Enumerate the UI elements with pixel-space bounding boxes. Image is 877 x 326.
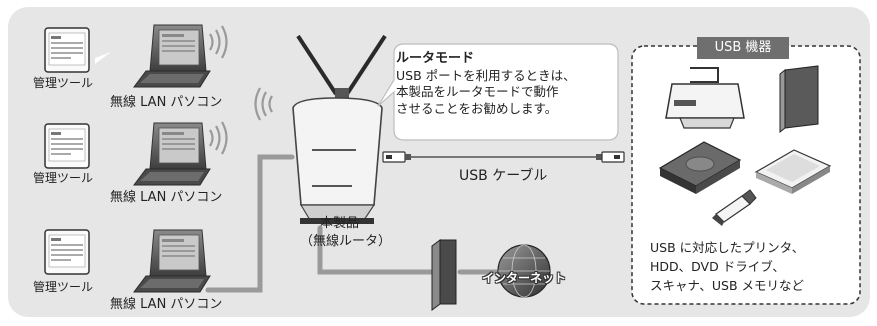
usb-connector-icon	[601, 151, 625, 163]
printer-icon	[665, 67, 745, 129]
callout-line: USB ポートを利用するときは、	[396, 67, 576, 83]
management-tool-label: 管理ツール	[33, 280, 94, 294]
usb-devices-line: スキャナ、USB メモリなど	[650, 278, 805, 293]
router-icon	[292, 34, 387, 224]
usb-devices-title: USB 機器	[697, 37, 789, 59]
usb-devices-description: USB に対応したプリンタ、 HDD、DVD ドライブ、 スキャナ、USB メモ…	[650, 238, 860, 295]
pc-group-1	[44, 24, 228, 88]
management-tool-icon	[44, 123, 90, 169]
router-mode-callout	[377, 43, 619, 141]
usb-memory-icon	[712, 189, 757, 226]
wireless-pc-label: 無線 LAN パソコン	[110, 190, 223, 205]
callout-line: させることをお勧めします。	[396, 100, 558, 116]
modem-icon	[431, 239, 457, 311]
router-label: 本製品	[320, 216, 360, 231]
management-tool-icon	[44, 27, 90, 73]
router-mode-callout-text: ルータモード USB ポートを利用するときは、 本製品をルータモードで動作 させ…	[396, 51, 611, 117]
usb-devices-line: HDD、DVD ドライブ、	[650, 259, 785, 274]
dvd-drive-icon	[658, 141, 742, 194]
callout-line: 本製品をルータモードで動作	[396, 84, 559, 99]
management-tool-label: 管理ツール	[33, 76, 94, 90]
router-sublabel: （無線ルータ）	[300, 234, 392, 249]
wireless-pc-label: 無線 LAN パソコン	[110, 297, 223, 312]
usb-cable-label: USB ケーブル	[459, 168, 548, 184]
hdd-icon	[779, 65, 819, 134]
internet-label: インターネット	[481, 271, 566, 285]
management-tool-icon	[44, 229, 90, 275]
router-signal-icon	[254, 87, 273, 121]
internet-globe-icon	[497, 244, 551, 298]
usb-devices-line: USB に対応したプリンタ、	[650, 240, 805, 255]
wireless-pc-label: 無線 LAN パソコン	[110, 95, 223, 110]
management-tool-label: 管理ツール	[33, 171, 94, 185]
usb-cable	[382, 151, 625, 163]
scanner-icon	[754, 149, 832, 194]
callout-title: ルータモード	[396, 51, 475, 66]
